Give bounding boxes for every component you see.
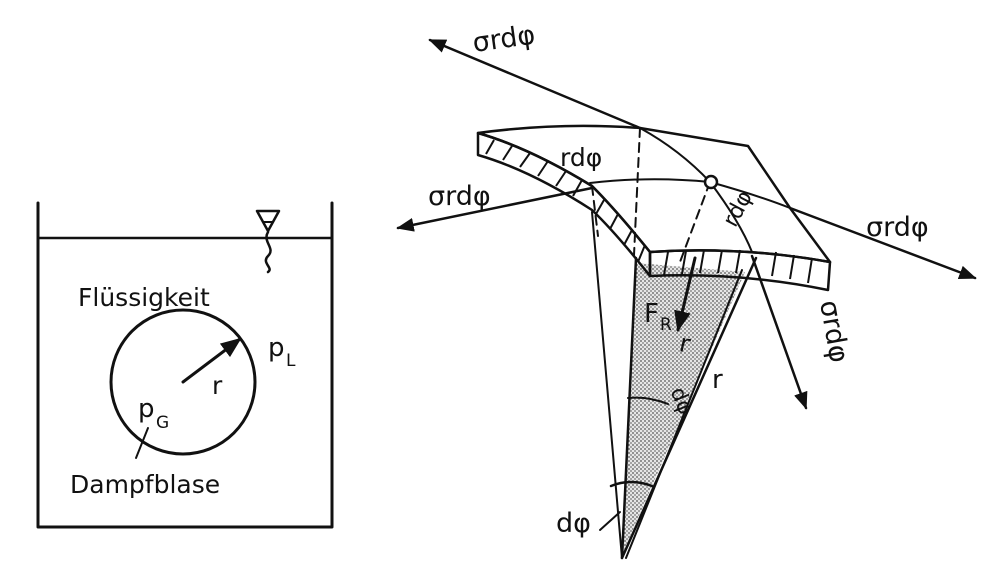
dashed-radius-3 [591,185,599,237]
bubble-radius-label: r [212,371,223,400]
bubble-label: Dampfblase [70,470,220,499]
force-arrow-top [428,38,642,130]
liquid-label: Flüssigkeit [78,283,210,312]
liquid-pressure-label: p [268,333,285,363]
resultant-force-subscript: R [660,315,672,335]
shell-element [476,124,832,292]
angle-arc-outer [609,480,654,488]
center-node [703,174,719,190]
vapor-bubble [109,308,257,456]
angle-leader-line [599,511,621,531]
angle-label-outer: dφ [556,508,591,539]
gas-pressure-label: p [138,394,155,424]
liquid-pressure-subscript: L [286,351,296,371]
resultant-force-label: F [644,299,659,329]
resultant-force-arrow [674,256,697,333]
force-arrow-bottom [750,254,808,410]
dashed-radius-2 [679,181,711,263]
gas-pressure-subscript: G [156,413,169,433]
angle-arc-inner [627,396,669,405]
force-label-top: σrdφ [471,20,537,59]
cone-shaded-region [622,263,745,555]
force-label-left: σrdφ [428,181,491,212]
force-arrow-right [788,206,977,280]
force-label-bottom: σrdφ [813,298,854,365]
water-level-symbol [255,209,281,274]
bubble-leader-line [135,427,149,459]
cone-edges [591,211,758,560]
radius-label-outer: r [712,365,723,395]
force-label-right: σrdφ [866,212,929,243]
bubble-radius-arrow [181,337,242,384]
arc-length-label-1: rdφ [560,143,602,172]
dashed-radius-1 [633,127,641,256]
arc-length-label-2: rdφ [718,187,758,232]
liquid-container [36,201,334,529]
force-arrow-left [396,186,594,232]
